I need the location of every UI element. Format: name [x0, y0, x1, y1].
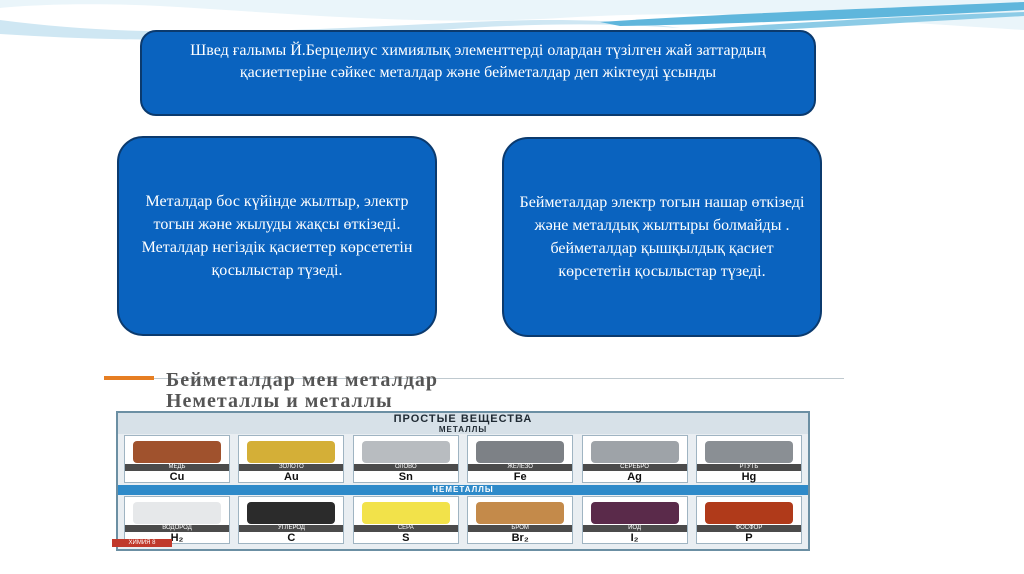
iodine-icon [590, 502, 679, 524]
metal-name: РТУТЬ [696, 464, 801, 471]
nonmetals-info-text: Бейметалдар электр тогын нашар өткізеді … [519, 194, 805, 280]
gold-bars-icon [247, 441, 336, 463]
nonmetal-symbol: C [287, 532, 296, 544]
metal-name: ЖЕЛЕЗО [468, 464, 573, 471]
teapot-icon [133, 441, 221, 463]
poster-title-russian: Неметаллы и металлы [166, 390, 393, 412]
bromine-icon [476, 502, 565, 524]
nonmetals-info-box: Бейметалдар электр тогын нашар өткізеді … [502, 137, 822, 337]
nonmetal-cell: БРОМ Br₂ [467, 496, 574, 544]
metals-row: МЕДЬ Cu ЗОЛОТО Au ОЛОВО Sn ЖЕЛЕЗО Fe СЕР… [124, 435, 802, 485]
nails-icon [476, 441, 565, 463]
phosphorus-icon [704, 502, 793, 524]
substances-table: ПРОСТЫЕ ВЕЩЕСТВА МЕТАЛЛЫ МЕДЬ Cu ЗОЛОТО … [116, 411, 810, 551]
metals-info-box: Металдар бос күйінде жылтыр, электр тогы… [117, 136, 437, 336]
metal-name: МЕДЬ [125, 464, 229, 471]
nonmetal-cell: ВОДОРОД H₂ [124, 496, 230, 544]
metal-symbol: Au [284, 471, 299, 483]
nonmetal-cell: ИОД I₂ [581, 496, 688, 544]
metal-cell: РТУТЬ Hg [695, 435, 802, 483]
metal-name: ЗОЛОТО [239, 464, 344, 471]
simple-substances-poster: Бейметалдар мен металдар Неметаллы и мет… [104, 343, 844, 553]
nonmetal-symbol: Br₂ [511, 532, 529, 544]
nonmetal-name: ФОСФОР [696, 525, 801, 532]
thermometer-icon [704, 441, 793, 463]
metals-info-line2: Металдар негіздік қасиеттер көрсететін қ… [141, 239, 413, 279]
band-metals: МЕТАЛЛЫ [118, 425, 808, 434]
metal-cell: ЖЕЛЕЗО Fe [467, 435, 574, 483]
nonmetal-symbol: I₂ [630, 532, 639, 544]
metal-symbol: Ag [627, 471, 642, 483]
poster-footer-tag: ХИМИЯ 8 [112, 539, 172, 547]
metal-symbol: Hg [741, 471, 757, 483]
metal-name: ОЛОВО [353, 464, 458, 471]
top-info-text: Швед ғалымы Й.Берцелиус химиялық элемент… [190, 42, 766, 81]
nonmetal-name: БРОМ [468, 525, 573, 532]
nonmetal-cell: ФОСФОР P [695, 496, 802, 544]
top-info-box: Швед ғалымы Й.Берцелиус химиялық элемент… [140, 30, 816, 116]
nonmetal-name: ИОД [582, 525, 687, 532]
nonmetal-symbol: H₂ [170, 532, 184, 544]
metal-symbol: Sn [398, 471, 413, 483]
poster-accent-bar [104, 376, 154, 380]
sulfur-icon [361, 502, 450, 524]
tin-icon [361, 441, 450, 463]
metal-symbol: Fe [513, 471, 527, 483]
nonmetal-symbol: P [745, 532, 753, 544]
metal-cell: СЕРЕБРО Ag [581, 435, 688, 483]
metal-cell: ОЛОВО Sn [352, 435, 459, 483]
coal-icon [247, 502, 336, 524]
metal-name: СЕРЕБРО [582, 464, 687, 471]
poster-accent-line [154, 378, 844, 379]
nonmetal-cell: СЕРА S [352, 496, 459, 544]
balloon-icon [133, 502, 221, 524]
band-simple-substances: ПРОСТЫЕ ВЕЩЕСТВА [118, 413, 808, 425]
poster-title-kazakh: Бейметалдар мен металдар [166, 369, 439, 391]
nonmetal-cell: УГЛЕРОД C [238, 496, 345, 544]
metal-symbol: Cu [169, 471, 185, 483]
nonmetals-row: ВОДОРОД H₂ УГЛЕРОД C СЕРА S БРОМ Br₂ ИОД [124, 496, 802, 546]
nonmetal-name: УГЛЕРОД [239, 525, 344, 532]
nonmetal-name: ВОДОРОД [125, 525, 229, 532]
nonmetal-name: СЕРА [353, 525, 458, 532]
poster-title: Бейметалдар мен металдар Неметаллы и мет… [166, 370, 438, 412]
metal-cell: ЗОЛОТО Au [238, 435, 345, 483]
metals-info-line1: Металдар бос күйінде жылтыр, электр тогы… [145, 193, 409, 233]
band-nonmetals: НЕМЕТАЛЛЫ [118, 485, 808, 495]
coins-icon [590, 441, 679, 463]
metal-cell: МЕДЬ Cu [124, 435, 230, 483]
nonmetal-symbol: S [402, 532, 410, 544]
